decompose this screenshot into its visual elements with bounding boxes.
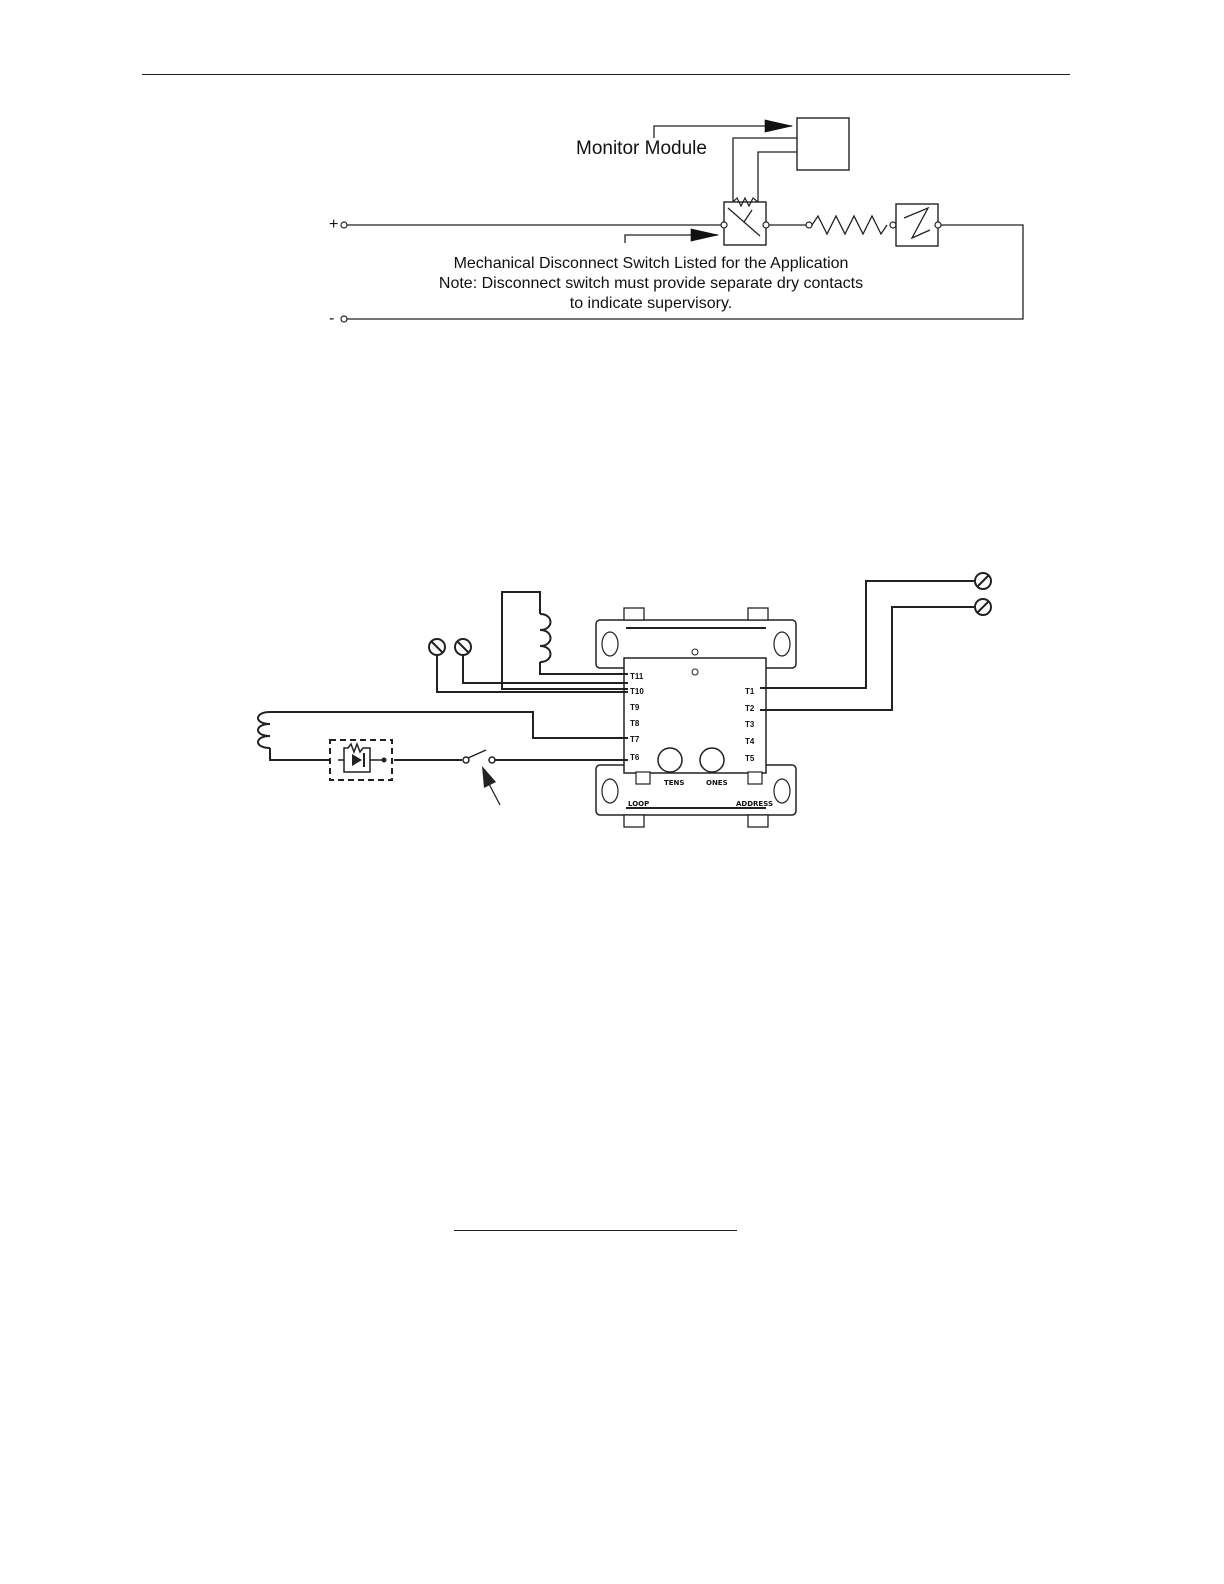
monitor-arrow — [654, 126, 792, 138]
terminal-t7: T7 — [630, 735, 640, 744]
solenoid-coil-icon — [258, 712, 270, 748]
disconnect-switch-diagram: Monitor Module + - Mechanical Disconnect… — [0, 0, 1224, 340]
terminal-t9: T9 — [630, 703, 640, 712]
ones-label: ONES — [706, 779, 728, 787]
switch-note-line1: Mechanical Disconnect Switch Listed for … — [454, 255, 849, 272]
plus-label: + — [329, 216, 338, 233]
module-wire-2 — [758, 152, 797, 202]
diode-icon — [352, 754, 362, 766]
mount-hole — [774, 779, 790, 803]
terminal-t11: T11 — [630, 672, 644, 681]
address-label: ADDRESS — [736, 800, 773, 808]
solenoid-wire-1 — [270, 712, 628, 738]
mount-hole — [602, 632, 618, 656]
power-terminal-icon — [455, 639, 471, 655]
monitor-module-box — [797, 118, 849, 170]
terminal-t4: T4 — [745, 737, 755, 746]
terminal-t2: T2 — [745, 704, 755, 713]
loop-label: LOOP — [628, 800, 649, 808]
terminal-t10: T10 — [630, 687, 644, 696]
switch-note-line2: Note: Disconnect switch must provide sep… — [439, 275, 863, 292]
mount-hole — [602, 779, 618, 803]
terminal-t5: T5 — [745, 754, 755, 763]
terminal-t6: T6 — [630, 753, 640, 762]
terminal-t8: T8 — [630, 719, 640, 728]
pointer-arrow-icon — [482, 766, 496, 788]
switch-arrow — [625, 235, 718, 243]
module-wire-1 — [733, 138, 797, 202]
slc-terminal-icon — [975, 573, 991, 589]
terminal-t3: T3 — [745, 720, 755, 729]
power-terminal-icon — [429, 639, 445, 655]
tens-label: TENS — [664, 779, 684, 787]
mount-hole — [774, 632, 790, 656]
zigzag-resistor — [812, 216, 887, 234]
switch-note-line3: to indicate supervisory. — [570, 295, 732, 312]
ones-rotary-switch — [700, 748, 724, 772]
module-wiring-diagram: T11 T10 T9 T8 T7 T6 T1 T2 T3 T4 T5 TENS … — [0, 560, 1224, 850]
switch-contact — [468, 750, 486, 758]
load-device-box — [896, 204, 938, 246]
tens-rotary-switch — [658, 748, 682, 772]
slc-terminal-icon — [975, 599, 991, 615]
relay-coil-icon — [540, 614, 551, 662]
terminal-t1: T1 — [745, 687, 755, 696]
monitor-module-label: Monitor Module — [576, 138, 707, 159]
module-body — [596, 608, 796, 827]
solenoid-wire-2 — [270, 748, 330, 760]
footnote-rule — [454, 1230, 737, 1231]
minus-label: - — [329, 310, 334, 327]
